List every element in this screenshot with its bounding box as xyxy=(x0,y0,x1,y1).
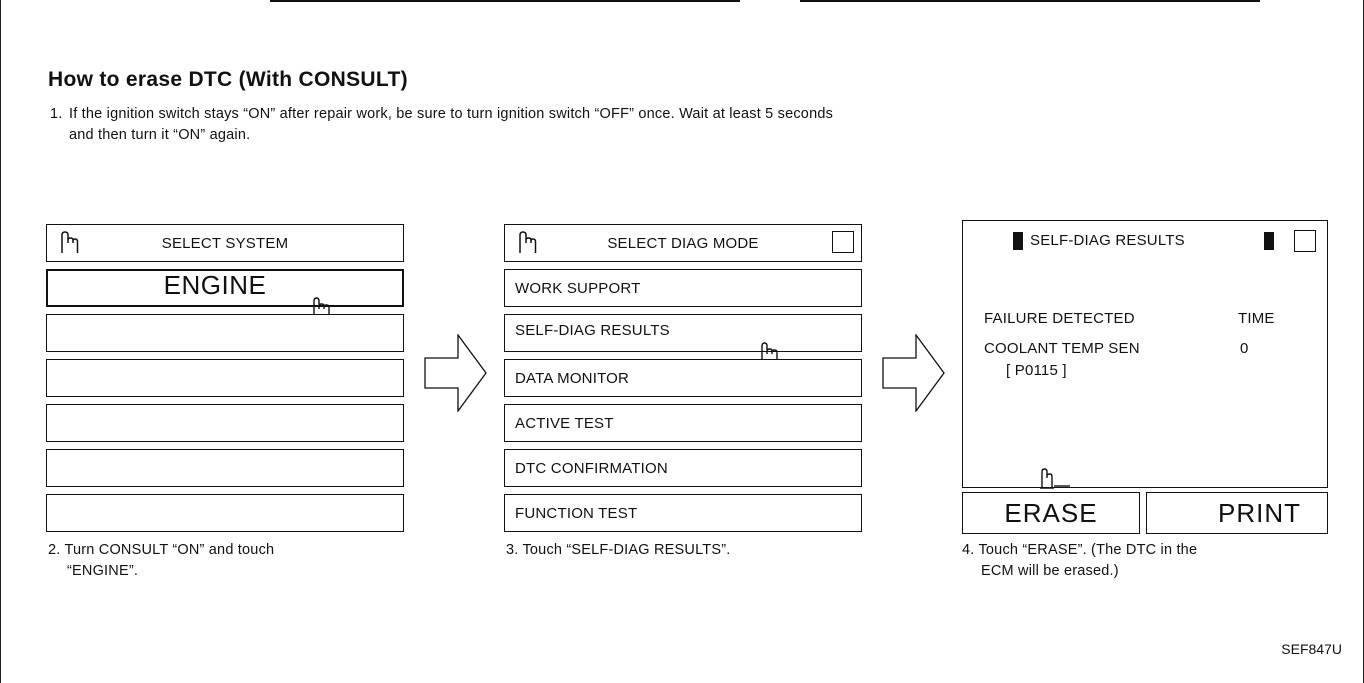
fault-name: COOLANT TEMP SEN xyxy=(984,340,1140,357)
work-support-button[interactable]: WORK SUPPORT xyxy=(504,269,862,307)
top-rule-left xyxy=(270,0,740,2)
function-test-button[interactable]: FUNCTION TEST xyxy=(504,494,862,532)
figure-code: SEF847U xyxy=(1281,641,1342,657)
fault-time: 0 xyxy=(1240,340,1249,357)
self-diag-results-button[interactable]: SELF-DIAG RESULTS xyxy=(504,314,862,352)
data-monitor-button[interactable]: DATA MONITOR xyxy=(504,359,862,397)
top-rule-right xyxy=(800,0,1260,2)
system-slot-5[interactable] xyxy=(46,449,404,487)
self-diag-results-title: SELF-DIAG RESULTS xyxy=(1030,232,1185,249)
print-button[interactable]: PRINT xyxy=(1146,492,1328,534)
system-slot-2[interactable] xyxy=(46,314,404,352)
step-1-line-2: and then turn it “ON” again. xyxy=(69,127,251,143)
select-diag-mode-header: SELECT DIAG MODE xyxy=(504,224,862,262)
time-header: TIME xyxy=(1238,310,1275,327)
right-arrow-icon xyxy=(424,334,487,412)
step-1-line-1: If the ignition switch stays “ON” after … xyxy=(69,106,834,122)
hand-pointer-icon xyxy=(519,231,537,253)
engine-label: ENGINE xyxy=(163,269,267,300)
engine-button[interactable]: ENGINE xyxy=(46,269,404,307)
hand-pointer-icon xyxy=(1040,468,1070,489)
select-diag-mode-title: SELECT DIAG MODE xyxy=(607,234,759,252)
erase-button[interactable]: ERASE xyxy=(962,492,1140,534)
step-1-number: 1. xyxy=(50,106,63,122)
dtc-confirmation-button[interactable]: DTC CONFIRMATION xyxy=(504,449,862,487)
title-block-right xyxy=(1264,232,1274,250)
step-3-caption: 3. Touch “SELF-DIAG RESULTS”. xyxy=(506,542,731,558)
system-slot-6[interactable] xyxy=(46,494,404,532)
system-slot-4[interactable] xyxy=(46,404,404,442)
page-title: How to erase DTC (With CONSULT) xyxy=(48,68,408,91)
select-system-header: SELECT SYSTEM xyxy=(46,224,404,262)
title-block-left xyxy=(1013,232,1023,250)
step-4-caption: 4. Touch “ERASE”. (The DTC in the ECM wi… xyxy=(962,542,1198,579)
system-slot-3[interactable] xyxy=(46,359,404,397)
step-2-caption: 2. Turn CONSULT “ON” and touch “ENGINE”. xyxy=(48,542,275,579)
hand-pointer-icon xyxy=(61,231,79,253)
checkbox-square xyxy=(1294,230,1316,252)
results-panel xyxy=(962,220,1328,488)
select-system-title: SELECT SYSTEM xyxy=(161,234,289,252)
active-test-button[interactable]: ACTIVE TEST xyxy=(504,404,862,442)
failure-detected-header: FAILURE DETECTED xyxy=(984,310,1135,327)
checkbox-square xyxy=(832,231,854,253)
fault-code: [ P0115 ] xyxy=(1006,362,1067,379)
step-1-text: 1. If the ignition switch stays “ON” afte… xyxy=(50,104,1290,146)
right-arrow-icon xyxy=(882,334,945,412)
